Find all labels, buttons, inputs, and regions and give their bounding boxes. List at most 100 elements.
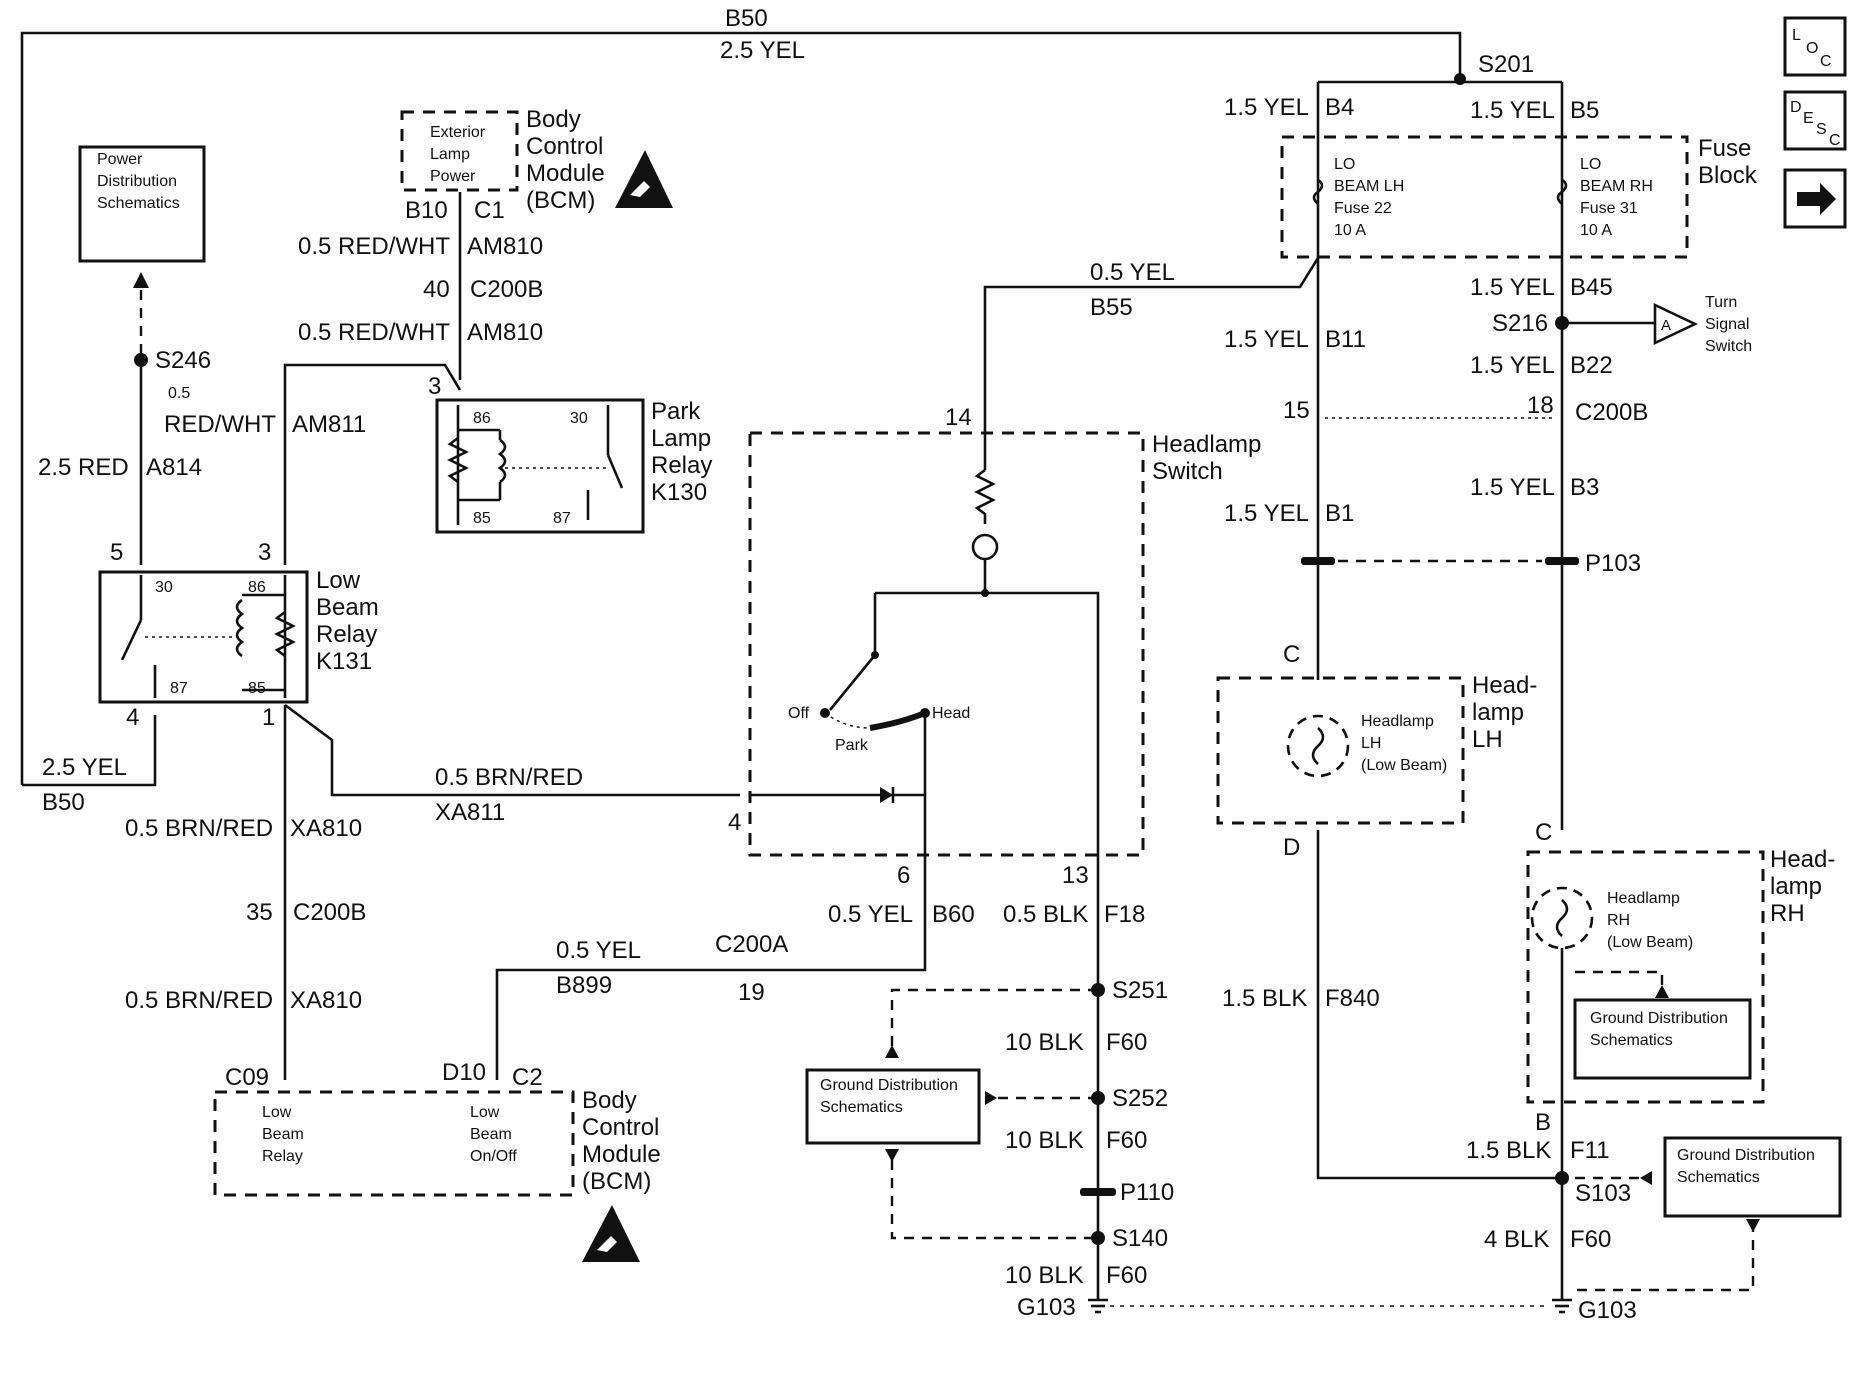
gd-rh-line2: Schematics [1590,1032,1673,1049]
hs-pin14: 14 [945,404,972,431]
xa811-gauge: 0.5 BRN/RED [435,764,583,791]
k131-p30: 30 [155,579,173,596]
f840-gauge: 1.5 BLK [1222,985,1307,1012]
diode-icon [880,787,893,803]
esd-warning-icon [615,150,673,208]
hl-lh-inner1: Headlamp [1361,713,1434,730]
k130-name4: K130 [651,479,707,506]
s140-label: S140 [1112,1225,1168,1252]
fuse31-line1: LO [1580,156,1601,173]
b3-gauge: 1.5 YEL [1470,474,1555,501]
k131-p86: 86 [248,579,266,596]
am811-gauge: RED/WHT [164,411,276,438]
s216-label: S216 [1492,310,1548,337]
power-dist-line2: Distribution [97,173,177,190]
c200b-c: C200B [1575,399,1648,426]
am810b-id: AM810 [467,319,543,346]
f11-gauge: 1.5 BLK [1466,1137,1551,1164]
k130-p86: 86 [473,410,491,427]
bcm-bottom-left3: Relay [262,1148,303,1165]
bcm-bottom-right3: On/Off [470,1148,517,1165]
gd-rh-line1: Ground Distribution [1590,1010,1728,1027]
ground-icon [1552,1298,1572,1314]
turn-signal-line1: Turn [1705,294,1737,311]
xa810b-id: XA810 [290,987,362,1014]
switch-park-label: Park [835,737,869,754]
bcm-bottom-left2: Beam [262,1126,304,1143]
fuse22-line4: 10 A [1334,222,1366,239]
fuse22-line3: Fuse 22 [1334,200,1392,217]
fuse31-line4: 10 A [1580,222,1612,239]
bcm-top-inner2: Lamp [430,146,470,163]
c200a-label: C200A [715,931,788,958]
hl-lh-c: C [1283,641,1300,668]
headlamp-lh-bulb-icon [1286,714,1350,778]
fuse22-line2: BEAM LH [1334,178,1404,195]
b60-gauge: 0.5 YEL [828,901,913,928]
hs-pin6: 6 [897,862,910,889]
headlamp-rh-bulb-icon [1530,886,1594,950]
b50-bottom-id: B50 [42,789,85,816]
xa810a-id: XA810 [290,815,362,842]
next-button[interactable] [1783,168,1847,229]
bcm-bottom-box [213,1090,575,1197]
k130-pin3: 3 [428,373,441,400]
c200b-b: C200B [293,899,366,926]
turn-signal-letter: A [1661,317,1671,334]
p103-right-connector [1545,557,1579,565]
c200a-pin19: 19 [738,979,765,1006]
fuse22-line1: LO [1334,156,1355,173]
loc-c: C [1820,53,1832,70]
f840-id: F840 [1325,985,1380,1012]
fuse-block-box [1280,135,1689,259]
bcm-bottom-left1: Low [262,1104,292,1121]
a814-id: A814 [146,454,202,481]
f60c-gauge: 10 BLK [1005,1262,1084,1289]
b55-id: B55 [1090,294,1133,321]
xa810b-gauge: 0.5 BRN/RED [125,987,273,1014]
hl-rh-b: B [1535,1109,1551,1136]
f18-id: F18 [1104,901,1145,928]
b22-id: B22 [1570,352,1613,379]
b1-id: B1 [1325,500,1354,527]
bcm-bottom-right2: Beam [470,1126,512,1143]
arrow-up-icon [133,272,149,288]
p103-left-connector [1301,557,1335,565]
bcm-b10: B10 [405,197,448,224]
k131-name2: Beam [316,594,379,621]
p110-label: P110 [1120,1179,1174,1206]
c200b-a: C200B [470,276,543,303]
loc-button[interactable]: L O C [1783,16,1847,77]
b5-gauge: 1.5 YEL [1470,97,1555,124]
bcm-bottom-name3: Module [582,1141,661,1168]
turn-signal-line2: Signal [1705,316,1749,333]
bcm-top-inner1: Exterior [430,124,486,141]
gd-bottom-line2: Schematics [1677,1169,1760,1186]
c200b-pin40: 40 [423,276,450,303]
b50-bottom-gauge: 2.5 YEL [42,754,127,781]
desc-e: E [1803,110,1814,127]
k131-name4: K131 [316,648,372,675]
xa811-id: XA811 [435,799,505,826]
k131-name3: Relay [316,621,377,648]
k131-pin3: 3 [258,539,271,566]
k130-name2: Lamp [651,425,711,452]
loc-o: O [1806,40,1818,57]
ground-dist-box-center [805,1068,981,1145]
bcm-bottom-name2: Control [582,1114,659,1141]
s251-label: S251 [1112,977,1168,1004]
hl-lh-name1: Head- [1472,672,1537,699]
desc-s: S [1816,121,1827,138]
bcm-top-box [400,110,519,192]
park-lamp-relay-box [435,398,645,534]
hl-lh-inner2: LH [1361,735,1381,752]
fuse31-line3: Fuse 31 [1580,200,1638,217]
s246-label: S246 [155,347,211,374]
desc-button[interactable]: D E S C [1783,90,1847,151]
desc-d: D [1790,99,1802,116]
am810b-gauge: 0.5 RED/WHT [298,319,450,346]
headlamp-lh-box [1216,676,1465,825]
bcm-top-name1: Body [526,106,581,133]
hl-rh-name2: lamp [1770,873,1822,900]
k131-pin4: 4 [126,704,139,731]
